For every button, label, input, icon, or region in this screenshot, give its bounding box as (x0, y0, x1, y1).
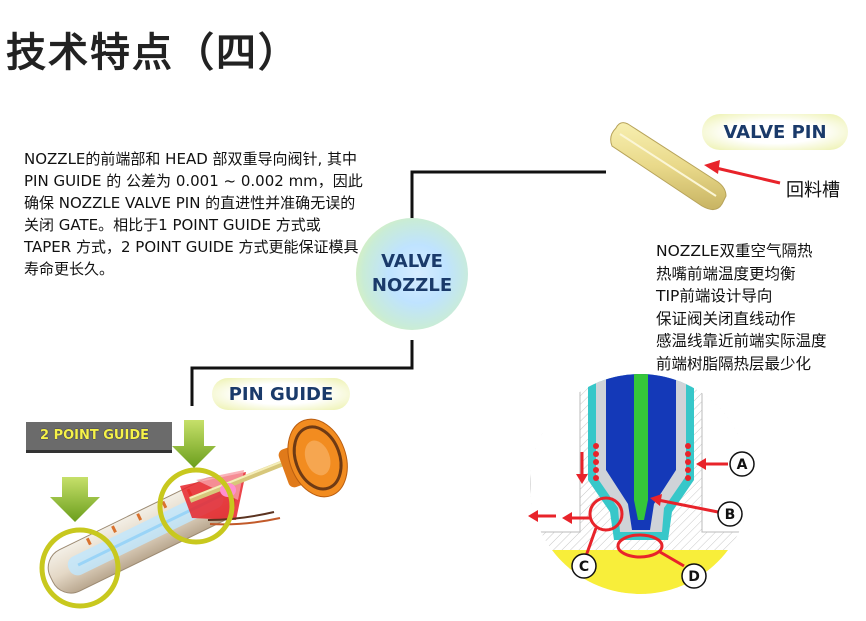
callout-badge-d: D (681, 563, 707, 589)
svg-text:C: C (579, 559, 589, 575)
valve-nozzle-badge: VALVE NOZZLE (356, 218, 468, 330)
svg-text:A: A (737, 457, 748, 473)
valve-pin-illustration (610, 122, 727, 210)
valve-nozzle-line2: NOZZLE (371, 275, 453, 296)
left-description: NOZZLE的前端部和 HEAD 部双重导向阀针, 其中 PIN GUIDE 的… (24, 150, 363, 278)
highlight-rings (39, 467, 235, 609)
page-title: 技术特点（四） (6, 30, 300, 76)
nozzle-detail-circle (528, 374, 750, 594)
valve-pin-label: VALVE PIN (702, 114, 848, 150)
two-point-guide-box (26, 422, 172, 453)
feature-item: 前端树脂隔热层最少化 (656, 354, 812, 373)
feature-item: 感温线靠近前端实际温度 (656, 332, 827, 350)
two-point-guide-label: 2 POINT GUIDE (40, 428, 149, 443)
callout-badge-a: A (729, 451, 755, 477)
feature-item: NOZZLE双重空气隔热 (656, 242, 813, 260)
feature-item: 保证阀关闭直线动作 (656, 309, 796, 328)
guide-arrows (50, 420, 216, 522)
svg-text:D: D (688, 569, 700, 585)
callout-badge-b: B (717, 501, 743, 527)
connector-lines (190, 170, 606, 406)
pin-guide-label: PIN GUIDE (212, 378, 350, 410)
feature-item: 热嘴前端温度更均衡 (656, 264, 796, 283)
svg-text:B: B (725, 507, 736, 523)
feature-list: NOZZLE双重空气隔热 热嘴前端温度更均衡 TIP前端设计导向 保证阀关闭直线… (656, 240, 866, 375)
valve-nozzle-line1: VALVE (381, 251, 443, 272)
recycle-groove-label: 回料槽 (786, 180, 840, 201)
feature-item: TIP前端设计导向 (656, 287, 773, 305)
callout-badge-c: C (571, 553, 597, 579)
recycle-groove-arrow (704, 160, 781, 185)
